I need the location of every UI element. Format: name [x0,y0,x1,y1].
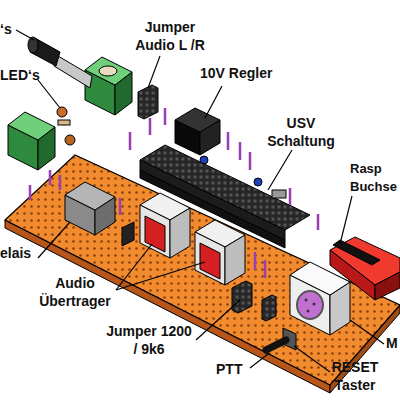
potentiometer [8,112,55,140]
audio-transformer [140,205,170,258]
pot-shaft [54,56,92,88]
callout-label: ‘s [0,20,20,38]
audio-transformer [170,208,190,258]
leader-lines [16,30,384,372]
capacitor [65,135,75,145]
transformer-core [145,216,165,252]
callout-label: elais [0,244,45,262]
callout-label: Jumper 1200 / 9k6 [106,322,192,358]
relay [65,182,115,210]
mini-din-socket [290,262,350,295]
callout-label: M [386,334,400,352]
callout-label: 10V Regler [200,64,290,82]
voltage-regulator [175,108,220,132]
callout-label: Rasp Buchse [350,160,400,196]
mini-din-pin [305,299,308,302]
mini-din-port [297,291,323,319]
jumper-header [138,85,158,119]
raspberry-connector [375,272,400,300]
callout-label: USV Schaltung [262,114,340,150]
potentiometer [85,57,132,85]
callout-label: RESET Taster [324,358,386,394]
jumper-header [232,281,252,313]
usv-part [272,190,286,198]
transistor [122,222,134,246]
callout-label: LED‘s [0,66,50,84]
audio-transformer [225,235,245,285]
ptt-header [262,295,276,321]
resistor [58,120,70,125]
led [57,107,67,117]
callout-label: PTT [216,360,256,378]
callout-label: Audio Übertrager [34,274,116,310]
mini-din-pin [313,303,316,306]
mini-din-pin [307,310,310,313]
pot-cap [99,66,117,76]
audio-transformer [195,232,225,285]
transformer-core [200,243,220,279]
capacitor [254,178,262,186]
reset-button [266,340,286,350]
callout-label: Jumper Audio L /R [128,18,212,54]
